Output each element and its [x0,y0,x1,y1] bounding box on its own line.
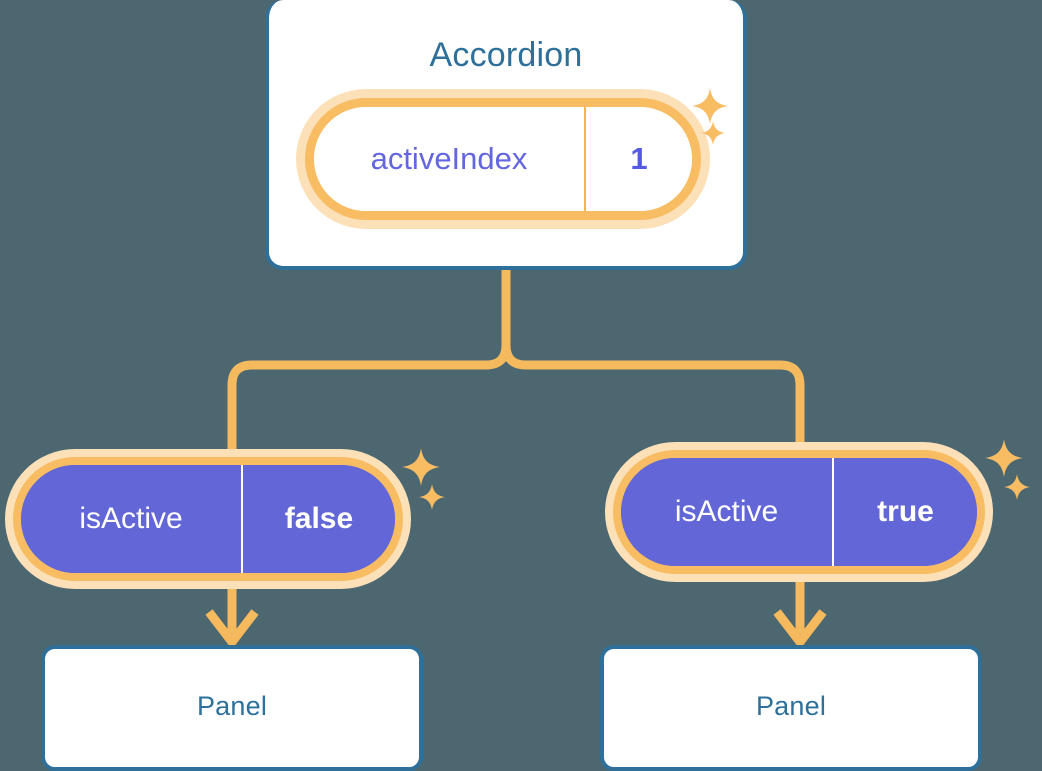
sparkle-icon [983,437,1025,479]
state-key-label: isActive [621,458,834,566]
panel-title: Panel [196,691,268,721]
sparkle-icon [400,446,442,488]
state-key-label: isActive [21,465,243,573]
state-value-label: 1 [630,141,648,176]
state-pill-inner: isActive true [621,458,977,566]
state-pill-is-active-true[interactable]: isActive true [613,450,985,574]
sparkle-small-icon [418,483,446,511]
state-pill-inner: isActive false [21,465,395,573]
state-pill-is-active-false[interactable]: isActive false [13,457,403,581]
arrow-down-icon [205,609,259,650]
state-value-label: false [284,502,354,535]
state-key-label: activeIndex [314,107,586,211]
connector-branch-left [227,340,511,455]
page-title: Accordion [429,36,583,74]
state-pill-inner: activeIndex 1 [314,107,692,211]
state-value-label: true [877,495,934,528]
panel-title: Panel [755,691,827,721]
state-pill-active-index[interactable]: activeIndex 1 [305,98,701,220]
connector-branch-right [501,340,805,450]
panel-component-card-left[interactable]: Panel [41,645,423,771]
sparkle-small-icon [1003,473,1031,501]
arrow-down-icon [773,609,827,650]
panel-component-card-right[interactable]: Panel [600,645,982,771]
